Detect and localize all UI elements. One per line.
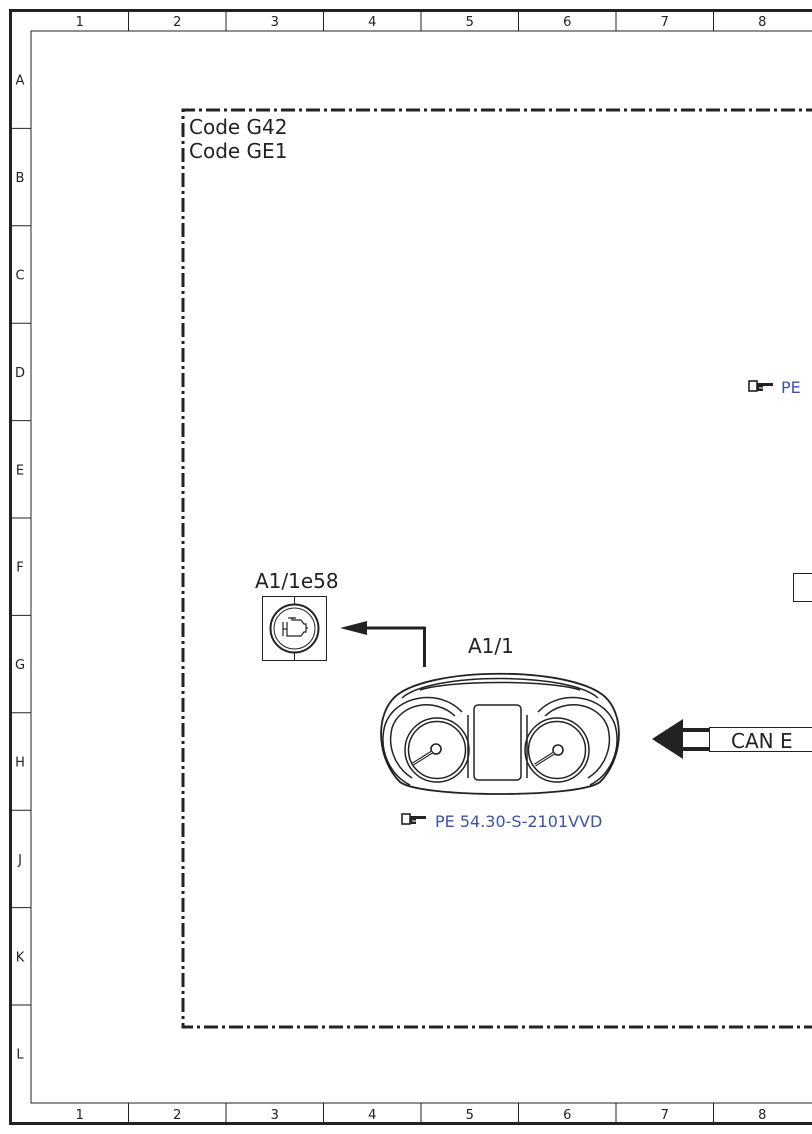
warning-lamp-label: A1/1e58 <box>255 569 339 593</box>
grid-row-label: H <box>15 756 25 771</box>
reference-link-cluster[interactable]: PE 54.30-S-2101VVD <box>401 812 602 831</box>
grid-row-label: D <box>15 366 25 381</box>
grid-row-label: L <box>16 1048 24 1063</box>
outer-frame <box>9 9 812 1125</box>
grid-column-label: 6 <box>563 15 571 30</box>
can-bus-box <box>709 727 812 752</box>
option-boundary <box>181 108 812 1029</box>
reference-text-top[interactable]: PE <box>781 378 801 397</box>
grid-row-label: F <box>16 561 23 576</box>
grid-column-labels-bottom: 1 2 3 4 5 6 7 8 <box>76 1103 766 1124</box>
can-bus-label: CAN E <box>731 729 793 753</box>
code-label-1: Code G42 <box>189 115 288 139</box>
arrowhead-to-lamp <box>340 621 367 635</box>
grid-row-label: E <box>16 463 24 478</box>
grid-column-label: 8 <box>758 1108 766 1123</box>
grid-column-label: 2 <box>173 1108 181 1123</box>
hand-pointer-icon <box>748 380 773 392</box>
reference-link-top[interactable]: PE <box>748 378 801 397</box>
grid-column-label: 5 <box>466 15 474 30</box>
warning-lamp-component[interactable] <box>262 596 327 661</box>
inner-frame <box>30 30 812 1104</box>
grid-column-label: 1 <box>76 1108 84 1123</box>
instrument-cluster-icon[interactable] <box>380 672 620 795</box>
grid-row-label: A <box>16 74 25 89</box>
grid-column-label: 7 <box>661 15 669 30</box>
grid-row-label: B <box>16 171 25 186</box>
hand-pointer-icon <box>401 813 426 825</box>
grid-row-labels-left: A B C D E F G H J K L <box>10 74 31 1063</box>
grid-column-label: 8 <box>758 15 766 30</box>
reference-text-cluster[interactable]: PE 54.30-S-2101VVD <box>435 812 602 831</box>
signal-line-to-lamp <box>360 626 426 667</box>
grid-column-label: 2 <box>173 15 181 30</box>
connector-box-partial <box>793 573 812 602</box>
grid-column-label: 4 <box>368 1108 376 1123</box>
instrument-cluster-label: A1/1 <box>468 634 514 658</box>
grid-column-label: 5 <box>466 1108 474 1123</box>
code-label-2: Code GE1 <box>189 139 287 163</box>
can-bus-arrow <box>652 719 712 759</box>
grid-column-label: 7 <box>661 1108 669 1123</box>
check-engine-icon <box>282 617 308 637</box>
grid-row-label: G <box>15 658 25 673</box>
grid-column-labels-top: 1 2 3 4 5 6 7 8 <box>76 10 766 31</box>
grid-column-label: 1 <box>76 15 84 30</box>
grid-column-label: 3 <box>271 15 279 30</box>
grid-row-label: K <box>16 950 25 965</box>
grid-column-label: 6 <box>563 1108 571 1123</box>
grid-column-label: 4 <box>368 15 376 30</box>
grid-column-label: 3 <box>271 1108 279 1123</box>
grid-row-label: J <box>17 853 22 868</box>
grid-row-label: C <box>15 269 24 284</box>
